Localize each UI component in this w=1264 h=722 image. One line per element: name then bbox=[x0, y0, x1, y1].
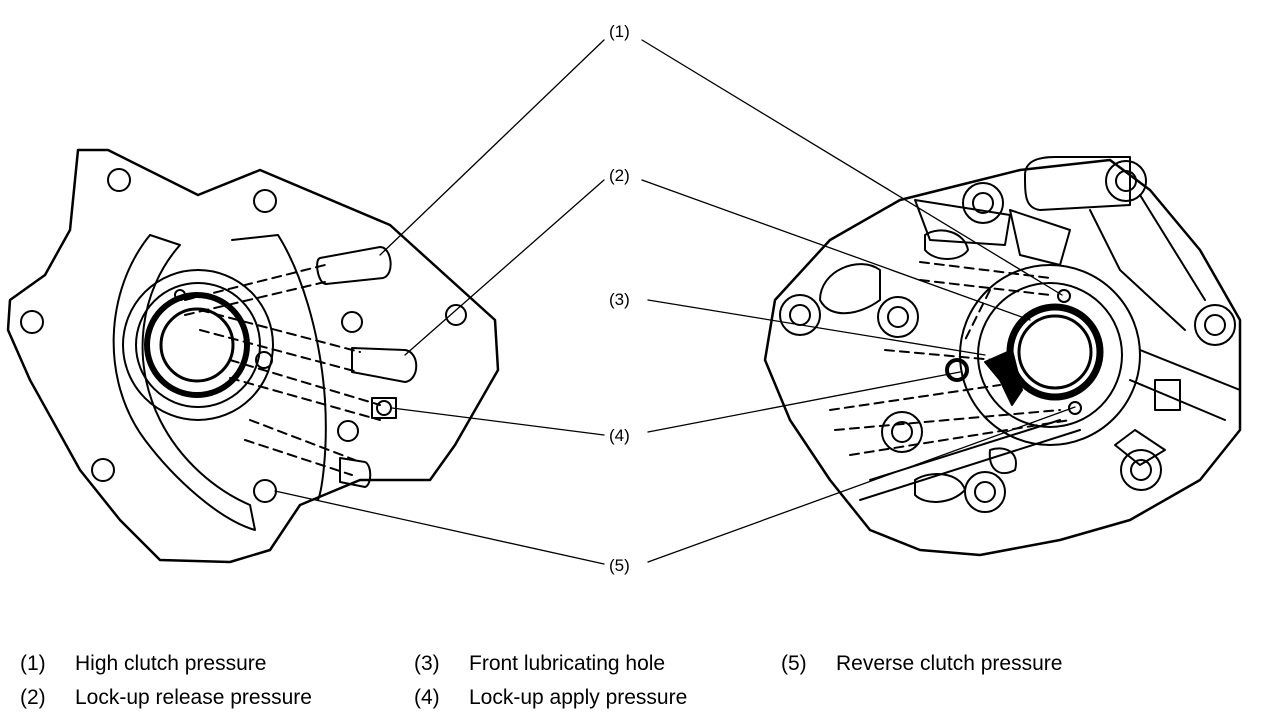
left-bolt-hole bbox=[341, 311, 363, 333]
left-port-hole bbox=[255, 351, 273, 369]
leader-4-right bbox=[647, 371, 961, 433]
leader-1-left bbox=[379, 39, 605, 256]
leader-2-right bbox=[641, 179, 1031, 321]
right-housing-outline bbox=[763, 158, 1242, 557]
left-housing-outline bbox=[6, 148, 500, 564]
left-boss-inner bbox=[159, 307, 235, 383]
left-bolt-hole bbox=[91, 458, 115, 482]
callout-1: (1) bbox=[609, 22, 630, 41]
callout-4: (4) bbox=[609, 426, 630, 445]
right-bolts bbox=[779, 160, 1236, 513]
leader-lines bbox=[274, 39, 1076, 565]
left-tube-2 bbox=[351, 347, 418, 383]
left-boss-outer bbox=[122, 269, 274, 421]
right-lube-slot bbox=[984, 349, 1023, 406]
left-boss-mid bbox=[135, 282, 261, 408]
right-boss-ring bbox=[1006, 303, 1104, 401]
leader-5-right bbox=[647, 406, 1076, 563]
callout-2: (2) bbox=[609, 166, 630, 185]
left-port-4 bbox=[376, 400, 392, 416]
left-web bbox=[231, 234, 327, 501]
right-lube-hole bbox=[945, 358, 969, 382]
leader-4-left bbox=[391, 407, 605, 436]
left-tube-5 bbox=[339, 457, 372, 488]
left-pump-view bbox=[6, 148, 500, 564]
left-bolt-hole bbox=[445, 304, 467, 326]
right-arm-lower bbox=[1129, 349, 1241, 421]
left-plate-edge bbox=[112, 234, 256, 531]
left-bolt-hole bbox=[253, 479, 277, 503]
right-pump-view bbox=[763, 156, 1242, 557]
leader-1-right bbox=[641, 39, 1063, 296]
left-bolt-hole bbox=[337, 420, 359, 442]
callout-3: (3) bbox=[609, 290, 630, 309]
callout-5: (5) bbox=[609, 556, 630, 575]
right-boss-inner bbox=[1017, 314, 1093, 390]
right-pockets bbox=[819, 199, 1181, 503]
leader-3-right bbox=[647, 299, 986, 356]
left-port-hole bbox=[174, 289, 186, 301]
right-passages bbox=[829, 261, 1071, 456]
callout-labels: (1) (2) (3) (4) (5) bbox=[609, 22, 630, 575]
left-tube-1 bbox=[316, 246, 392, 285]
right-top-lug bbox=[1024, 156, 1131, 211]
right-arm-upper bbox=[1089, 194, 1206, 331]
left-bolt-hole bbox=[107, 168, 131, 192]
left-boss-ring bbox=[144, 292, 250, 398]
right-boss-mid bbox=[977, 282, 1123, 428]
leader-5-left bbox=[274, 490, 605, 565]
right-boss-outer bbox=[959, 264, 1141, 446]
leader-2-left bbox=[404, 179, 605, 356]
left-tube-4 bbox=[371, 397, 397, 419]
left-bolt-hole bbox=[20, 310, 44, 334]
left-bolt-hole bbox=[253, 189, 277, 213]
